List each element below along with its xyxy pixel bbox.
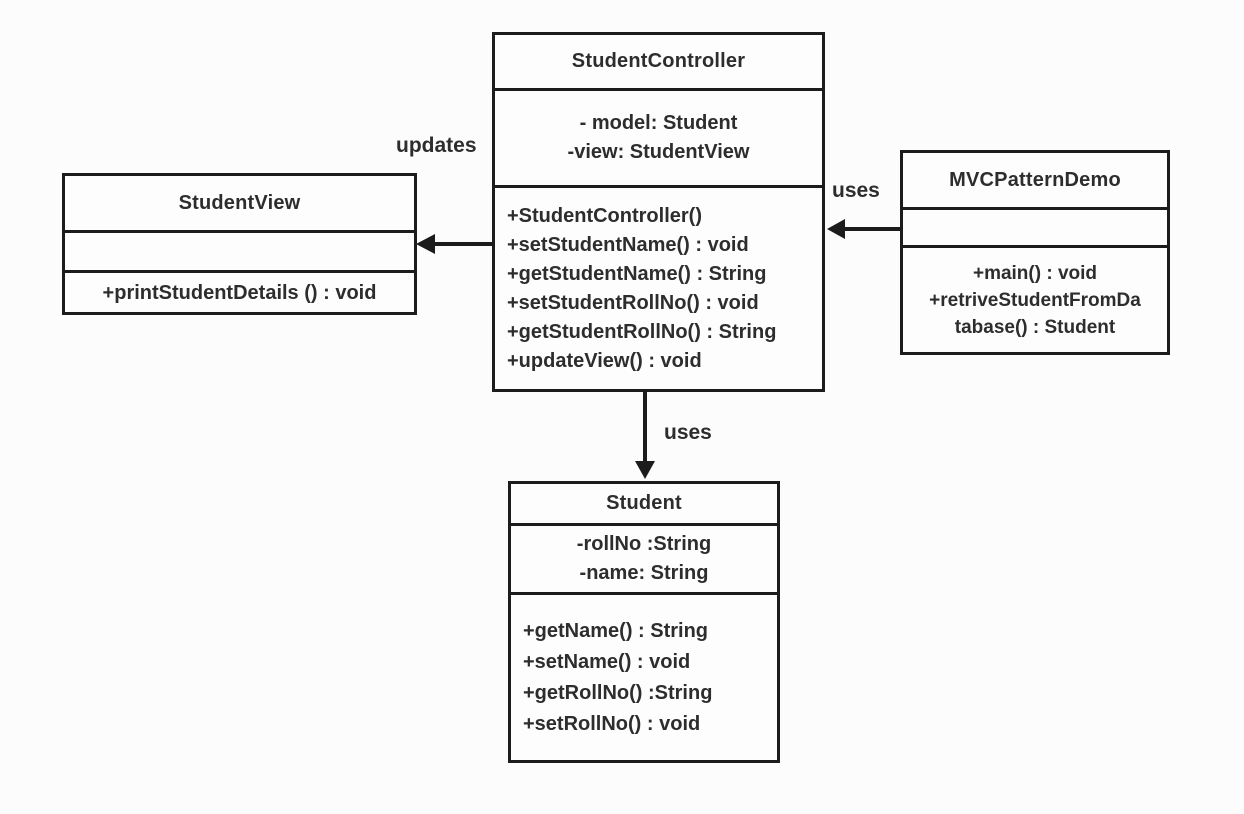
uses-right-arrow-line — [844, 227, 901, 231]
attribute-line: -rollNo :String — [576, 533, 712, 555]
class-title-mvcpatterndemo: MVCPatternDemo — [949, 168, 1121, 191]
class-methods-studentcontroller: +StudentController() +setStudentName() :… — [495, 185, 822, 389]
uses-right-relationship-label: uses — [832, 179, 880, 202]
method-line: +retriveStudentFromDa — [929, 289, 1141, 311]
class-methods-studentview: +printStudentDetails () : void — [65, 270, 414, 312]
method-line: +setRollNo() : void — [523, 712, 701, 735]
method-line: +setStudentRollNo() : void — [507, 291, 759, 314]
class-attributes-studentview — [65, 230, 414, 270]
class-title-studentcontroller: StudentController — [571, 50, 746, 72]
method-line: +main() : void — [972, 262, 1098, 284]
updates-arrow-line — [433, 242, 493, 246]
class-title-studentview: StudentView — [178, 191, 301, 214]
class-attributes-mvcpatterndemo — [903, 207, 1167, 245]
class-title-student: Student — [606, 492, 682, 514]
uses-down-arrowhead-icon — [635, 461, 655, 479]
uses-down-relationship-label: uses — [664, 421, 712, 444]
class-box-mvcpatterndemo: MVCPatternDemo +main() : void +retriveSt… — [900, 150, 1170, 355]
class-box-student: Student -rollNo :String -name: String +g… — [508, 481, 780, 763]
class-attributes-studentcontroller: - model: Student -view: StudentView — [495, 88, 822, 185]
class-methods-mvcpatterndemo: +main() : void +retriveStudentFromDa tab… — [903, 245, 1167, 352]
attribute-line: -view: StudentView — [567, 141, 750, 163]
method-line: +printStudentDetails () : void — [102, 281, 377, 304]
class-box-studentview: StudentView +printStudentDetails () : vo… — [62, 173, 417, 315]
method-line: +getStudentName() : String — [507, 262, 767, 285]
class-attributes-student: -rollNo :String -name: String — [511, 523, 777, 592]
attribute-line: - model: Student — [579, 112, 738, 134]
method-line: +getStudentRollNo() : String — [507, 320, 777, 343]
method-line: +setStudentName() : void — [507, 233, 749, 256]
method-line: +updateView() : void — [507, 349, 702, 372]
method-line: +StudentController() — [507, 204, 702, 227]
class-box-studentcontroller: StudentController - model: Student -view… — [492, 32, 825, 392]
uses-down-arrow-line — [643, 391, 647, 463]
method-line: +getRollNo() :String — [523, 681, 713, 704]
updates-arrowhead-icon — [416, 234, 435, 254]
class-methods-student: +getName() : String +setName() : void +g… — [511, 592, 777, 760]
uses-right-arrowhead-icon — [827, 219, 845, 239]
method-line: +getName() : String — [523, 619, 709, 642]
method-line: tabase() : Student — [954, 316, 1116, 338]
method-line: +setName() : void — [523, 650, 691, 673]
updates-relationship-label: updates — [396, 134, 477, 157]
attribute-line: -name: String — [579, 562, 709, 584]
